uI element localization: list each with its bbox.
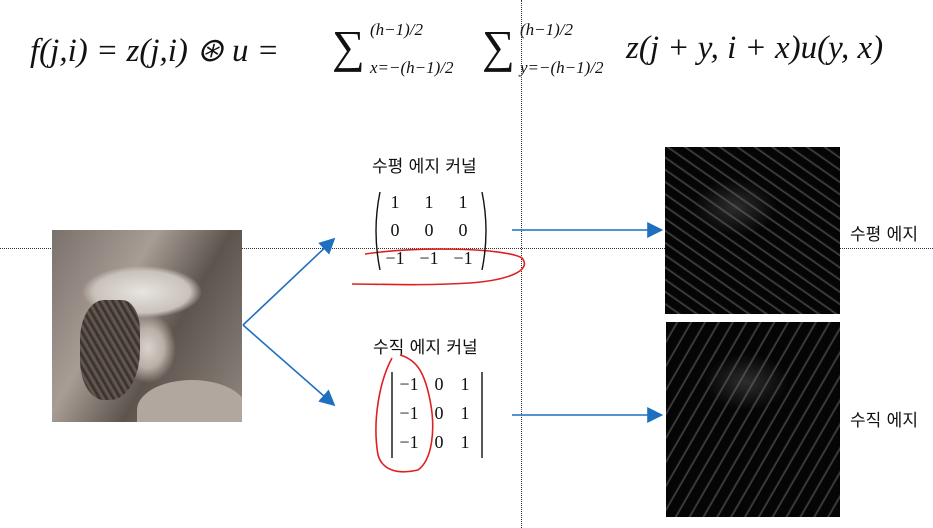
v-cell-0-1: 0 [434, 374, 444, 394]
v-cell-1-1: 0 [434, 403, 444, 423]
vertical-edge-result-image [666, 322, 840, 517]
source-image-shoulder [137, 380, 242, 422]
vertical-kernel-matrix: −1 0 1 −1 0 1 −1 0 1 [388, 370, 486, 460]
h-cell-0-0: 1 [390, 192, 400, 212]
sum-symbol-2: ∑ [482, 21, 515, 72]
arrow-to-vertical-kernel [242, 324, 336, 407]
source-image-hair [80, 300, 140, 400]
horizontal-kernel-matrix: 1 1 1 0 0 0 −1 −1 −1 [372, 190, 490, 272]
sum1-lower: x=−(h−1)/2 [370, 58, 454, 77]
sum-symbol-1: ∑ [332, 21, 365, 72]
horizontal-edge-label: 수평 에지 [850, 225, 918, 245]
arrow-to-horizontal-kernel [242, 237, 336, 326]
source-image [52, 230, 242, 422]
formula-lhs: f(j,i) = z(j,i) ⊛ u = [30, 33, 280, 69]
sum1-upper: (h−1)/2 [370, 20, 424, 39]
h-cell-2-2: −1 [453, 248, 473, 268]
v-cell-1-2: 1 [460, 403, 470, 423]
convolution-formula: f(j,i) = z(j,i) ⊛ u = ∑ (h−1)/2 x=−(h−1)… [30, 18, 910, 88]
horizontal-edge-result-image [665, 147, 840, 314]
horizontal-matrix-brackets [375, 191, 487, 271]
h-cell-2-1: −1 [419, 248, 439, 268]
h-cell-0-1: 1 [424, 192, 434, 212]
v-cell-2-2: 1 [460, 432, 470, 452]
v-cell-0-2: 1 [460, 374, 470, 394]
vertical-kernel-title: 수직 에지 커널 [373, 338, 478, 358]
v-cell-1-0: −1 [399, 403, 419, 423]
formula-rhs: z(j + y, i + x)u(y, x) [626, 30, 884, 66]
horizontal-guide-line [0, 248, 933, 249]
sum2-lower: y=−(h−1)/2 [520, 58, 604, 77]
h-cell-1-2: 0 [458, 220, 468, 240]
h-cell-2-0: −1 [385, 248, 405, 268]
vertical-edge-label: 수직 에지 [850, 411, 918, 431]
h-cell-1-1: 0 [424, 220, 434, 240]
h-cell-1-0: 0 [390, 220, 400, 240]
vertical-matrix-brackets [391, 372, 483, 458]
h-cell-0-2: 1 [458, 192, 468, 212]
red-annotation-first-column [375, 354, 434, 473]
sum2-upper: (h−1)/2 [520, 20, 574, 39]
v-cell-0-0: −1 [399, 374, 419, 394]
red-annotation-bottom-row [351, 248, 525, 286]
vertical-guide-line [521, 0, 522, 528]
v-cell-2-0: −1 [399, 432, 419, 452]
v-cell-2-1: 0 [434, 432, 444, 452]
horizontal-kernel-title: 수평 에지 커널 [372, 157, 477, 177]
